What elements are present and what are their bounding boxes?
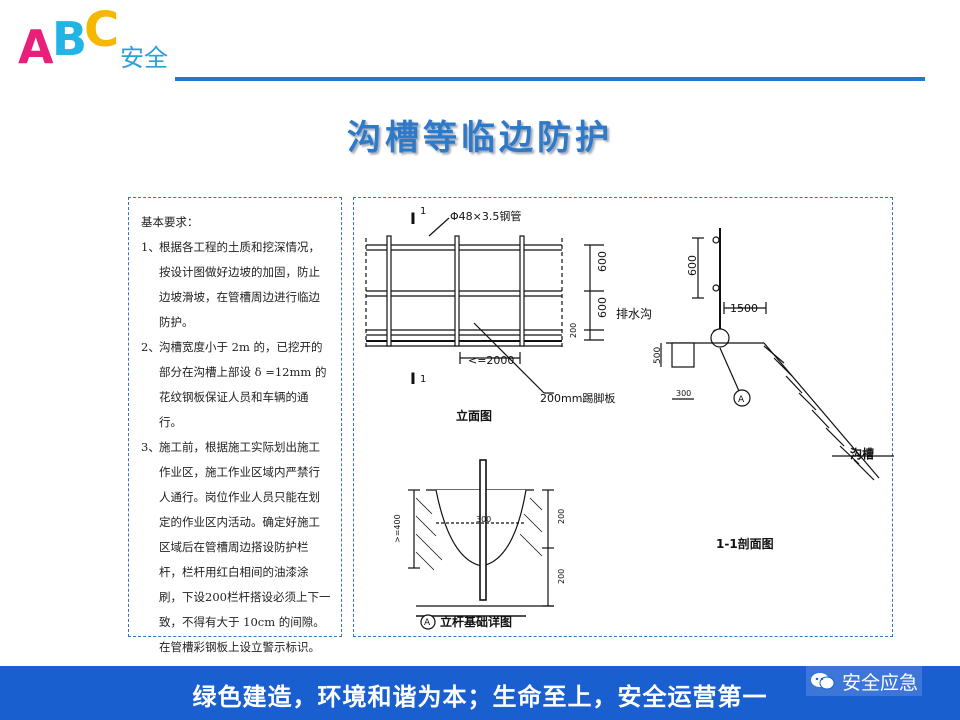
- page-title: 沟槽等临边防护: [347, 118, 613, 158]
- logo-text: 安全: [120, 44, 168, 72]
- foundation-dim-200-a: 200: [557, 509, 566, 524]
- dim-200-left: 200: [569, 323, 578, 338]
- foundation-circle-a-label: A: [424, 618, 431, 628]
- drawing-panel: I 1 I 1 Φ48×3.5钢管 600 600 200 <=2000 200…: [353, 197, 894, 637]
- toeboard-label: 200mm踢脚板: [540, 391, 615, 405]
- section-mark-top: I: [410, 209, 416, 228]
- section-view: [660, 228, 894, 481]
- requirements-panel: 基本要求： 1、 根据各工程的土质和挖深情况，按设计图做好边坡的加固，防止边坡滑…: [128, 197, 342, 654]
- section-label: 1-1剖面图: [716, 536, 774, 551]
- dim-2000: <=2000: [468, 354, 514, 367]
- foundation-dim-400: >=400: [393, 514, 402, 543]
- dim-600-b: 600: [596, 297, 609, 318]
- wechat-icon: [810, 673, 835, 690]
- requirement-text: 沟槽宽度小于 2m 的，已挖开的部分在沟槽上部设 δ =12mm 的花纹钢板保证…: [159, 340, 327, 429]
- requirement-text: 施工前，根据施工实际划出施工作业区，施工作业区域内严禁行人通行。岗位作业人员只能…: [159, 440, 331, 654]
- foundation-dim-300: 300: [476, 515, 491, 524]
- trench-label: 沟槽: [850, 446, 874, 461]
- dim-1500: 1500: [730, 302, 758, 315]
- requirement-text: 根据各工程的土质和挖深情况，按设计图做好边坡的加固，防止边坡滑坡，在管槽周边进行…: [159, 240, 320, 329]
- foundation-label: 立杆基础详图: [440, 614, 512, 629]
- foundation-dim-200-b: 200: [557, 569, 566, 584]
- foundation-detail: [408, 459, 554, 630]
- foundation-hatch: [415, 497, 543, 571]
- requirements-heading: 基本要求：: [141, 215, 199, 229]
- logo-letter-c: C: [84, 2, 120, 58]
- watermark: 安全应急: [805, 666, 922, 696]
- header-rule: [175, 77, 925, 81]
- section-mark-bottom-num: 1: [420, 374, 426, 385]
- section-mark-top-num: 1: [420, 206, 426, 217]
- watermark-text: 安全应急: [841, 671, 918, 694]
- footer-bar: [0, 666, 960, 720]
- elevation-dimensions: [459, 244, 604, 364]
- elevation-label: 立面图: [456, 408, 492, 423]
- requirement-item: 2、 沟槽宽度小于 2m 的，已挖开的部分在沟槽上部设 δ =12mm 的花纹钢…: [141, 335, 331, 435]
- circle-a-label: A: [738, 395, 745, 405]
- elevation-guardrail: [365, 217, 563, 394]
- guardrail-drawing: I 1 I 1 Φ48×3.5钢管 600 600 200 <=2000 200…: [365, 206, 894, 630]
- requirement-number: 3、: [141, 440, 160, 454]
- dim-300-drain: 300: [676, 389, 691, 398]
- section-mark-bottom: I: [410, 369, 416, 388]
- requirement-number: 2、: [141, 340, 160, 354]
- post-dim-600: 600: [686, 255, 699, 276]
- logo-letter-a: A: [18, 20, 54, 74]
- abc-safety-logo: A B C 安全: [18, 2, 178, 74]
- logo-letter-b: B: [52, 12, 88, 66]
- pipe-label: Φ48×3.5钢管: [450, 209, 521, 223]
- drain-label: 排水沟: [616, 307, 652, 321]
- footer-slogan: 绿色建造，环境和谐为本；生命至上，安全运营第一: [192, 683, 768, 711]
- requirement-item: 1、 根据各工程的土质和挖深情况，按设计图做好边坡的加固，防止边坡滑坡，在管槽周…: [141, 235, 331, 335]
- requirement-number: 1、: [141, 240, 160, 254]
- dim-600-a: 600: [596, 251, 609, 272]
- requirement-item: 3、 施工前，根据施工实际划出施工作业区，施工作业区域内严禁行人通行。岗位作业人…: [141, 435, 331, 660]
- dim-500: 500: [653, 347, 663, 364]
